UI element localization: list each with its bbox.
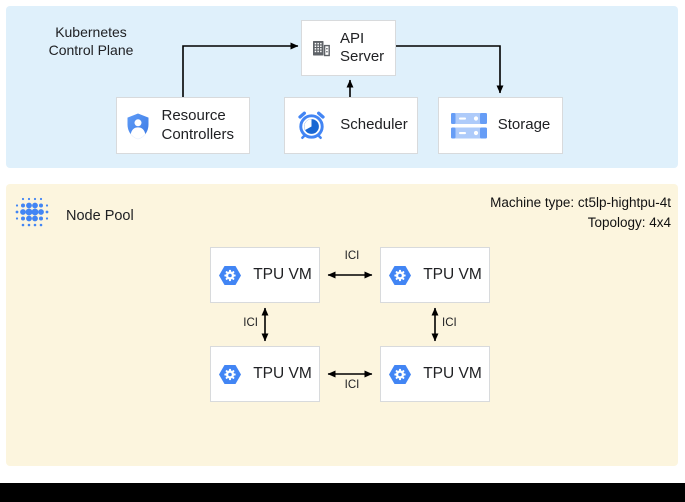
node-pool-meta: Machine type: ct5lp-hightpu-4t Topology:…: [351, 193, 671, 232]
gke-hexagon-gear-icon: [218, 265, 242, 286]
tpu-vm-node-top-right: TPU VM: [380, 247, 490, 303]
tpu-vm-node-bottom-left: TPU VM: [210, 346, 320, 402]
control-plane-title-line2: Control Plane: [48, 41, 134, 58]
scheduler-label: Scheduler: [340, 116, 408, 134]
bottom-bar: [0, 483, 685, 502]
tpu-vm-label: TPU VM: [253, 265, 312, 283]
gke-hexagon-gear-icon: [388, 265, 412, 286]
ici-label-top: ICI: [344, 250, 360, 262]
storage-node: Storage: [438, 97, 563, 154]
control-plane-title: Kubernetes Control Plane: [18, 24, 164, 59]
dot-grid-icon: [14, 194, 50, 232]
buildings-icon: [311, 38, 331, 58]
api-server-node: API Server: [301, 20, 396, 76]
resource-controllers-label: Resource Controllers: [161, 107, 235, 143]
machine-type-text: Machine type: ct5lp-hightpu-4t: [490, 195, 671, 210]
tpu-vm-node-bottom-right: TPU VM: [380, 346, 490, 402]
ici-label-left: ICI: [243, 317, 258, 329]
gke-hexagon-gear-icon: [388, 364, 412, 385]
scheduler-node: Scheduler: [284, 97, 418, 154]
node-pool-title: Node Pool: [66, 208, 134, 224]
ici-label-bottom: ICI: [344, 379, 360, 391]
gke-hexagon-gear-icon: [218, 364, 242, 385]
tpu-vm-label: TPU VM: [423, 364, 482, 382]
control-plane-title-line1: Kubernetes: [55, 24, 127, 40]
shield-user-icon: [125, 112, 151, 140]
alarm-clock-icon: [294, 108, 329, 143]
node-pool-panel: [6, 184, 678, 466]
ici-label-right: ICI: [442, 317, 457, 329]
api-server-label: API Server: [340, 29, 385, 65]
topology-text: Topology: 4x4: [587, 214, 671, 230]
stacked-disks-icon: [450, 112, 487, 139]
tpu-vm-node-top-left: TPU VM: [210, 247, 320, 303]
tpu-vm-label: TPU VM: [253, 364, 312, 382]
storage-label: Storage: [497, 116, 551, 134]
resource-controllers-node: Resource Controllers: [116, 97, 250, 154]
tpu-vm-label: TPU VM: [423, 265, 482, 283]
